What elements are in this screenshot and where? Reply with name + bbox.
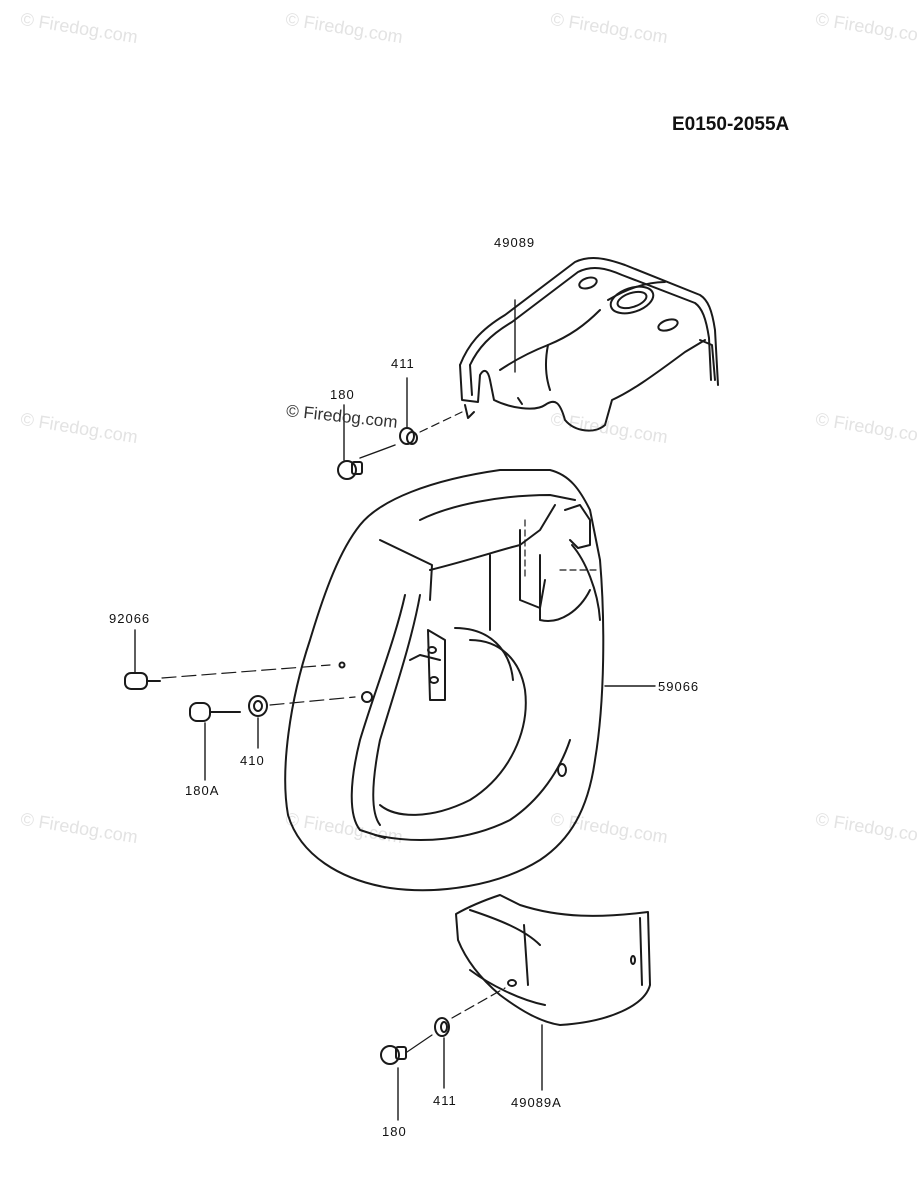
- lower-cover-49089A: [451, 894, 651, 1091]
- fastener-top: [337, 299, 516, 480]
- part-label-410: 410: [240, 753, 265, 768]
- part-label-411-bottom: 411: [433, 1093, 457, 1108]
- part-label-180-bottom: 180: [382, 1124, 407, 1139]
- part-label-180A: 180A: [185, 783, 220, 798]
- part-label-411-top: 411: [391, 356, 415, 371]
- part-label-49089: 49089: [494, 235, 536, 250]
- diagram-code: E0150-2055A: [672, 114, 790, 135]
- fastener-bottom: [380, 1017, 450, 1121]
- fan-shroud-59066: [284, 469, 656, 892]
- fastener-left: [124, 629, 356, 781]
- part-label-49089A: 49089A: [511, 1095, 562, 1110]
- part-label-92066: 92066: [109, 611, 151, 626]
- upper-cover-49089: [459, 257, 719, 432]
- part-label-59066: 59066: [658, 679, 700, 694]
- part-label-180-top: 180: [330, 387, 355, 402]
